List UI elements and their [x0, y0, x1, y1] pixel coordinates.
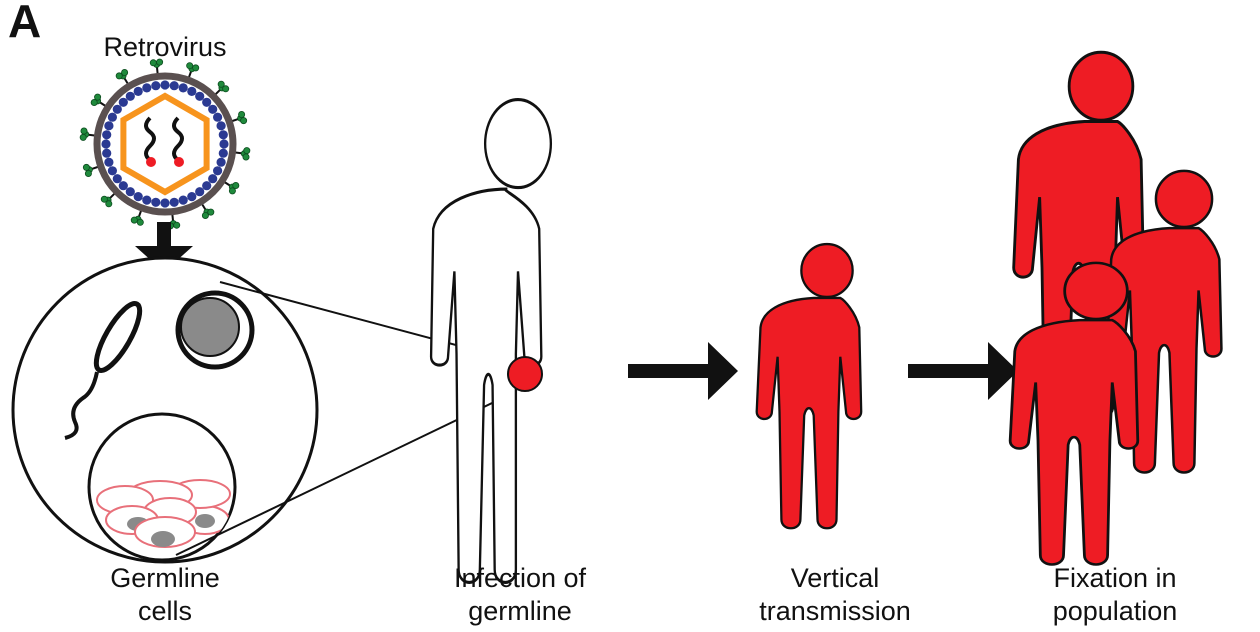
- matrix-bead: [134, 87, 143, 96]
- retrovirus-label: Retrovirus: [40, 31, 290, 64]
- matrix-bead: [195, 187, 204, 196]
- matrix-bead: [179, 196, 188, 205]
- matrix-bead: [108, 166, 117, 175]
- matrix-bead: [195, 92, 204, 101]
- label-line: transmission: [720, 595, 950, 628]
- fixation-in-population-label: Fixation in population: [1010, 562, 1220, 628]
- viral-rna-strand: [174, 118, 182, 160]
- matrix-bead: [160, 198, 169, 207]
- magnified-germline-view: [13, 258, 317, 562]
- matrix-bead: [119, 181, 128, 190]
- matrix-bead: [101, 139, 110, 148]
- right-arrow-icon: [908, 342, 1018, 400]
- matrix-bead: [126, 92, 135, 101]
- label-line: Infection of: [420, 562, 620, 595]
- infected-gonad: [508, 357, 542, 391]
- matrix-bead: [160, 80, 169, 89]
- matrix-bead: [151, 81, 160, 90]
- reverse-transcriptase: [146, 157, 156, 167]
- matrix-bead: [142, 83, 151, 92]
- matrix-bead: [219, 139, 228, 148]
- matrix-bead: [134, 192, 143, 201]
- matrix-bead: [113, 174, 122, 183]
- matrix-bead: [151, 198, 160, 207]
- vertical-transmission-label: Vertical transmission: [720, 562, 950, 628]
- viral-rna-strand: [146, 118, 154, 160]
- label-line: germline: [420, 595, 620, 628]
- label-line: Germline: [60, 562, 270, 595]
- matrix-bead: [104, 158, 113, 167]
- matrix-bead: [102, 130, 111, 139]
- matrix-bead: [202, 98, 211, 107]
- label-line: population: [1010, 595, 1220, 628]
- reverse-transcriptase: [174, 157, 184, 167]
- matrix-bead: [202, 181, 211, 190]
- uninfected-person: [431, 100, 551, 583]
- matrix-bead: [187, 192, 196, 201]
- matrix-bead: [102, 149, 111, 158]
- matrix-bead: [217, 121, 226, 130]
- matrix-bead: [113, 105, 122, 114]
- matrix-bead: [213, 113, 222, 122]
- capsid: [123, 96, 206, 192]
- matrix-bead: [208, 174, 217, 183]
- matrix-bead: [219, 130, 228, 139]
- matrix-bead: [213, 166, 222, 175]
- label-line: Vertical: [720, 562, 950, 595]
- germline-cells-label: Germline cells: [60, 562, 270, 628]
- matrix-bead: [119, 98, 128, 107]
- retrovirus-particle: [80, 59, 250, 229]
- matrix-bead: [104, 121, 113, 130]
- matrix-bead: [108, 113, 117, 122]
- infection-of-germline-label: Infection of germline: [420, 562, 620, 628]
- matrix-bead: [126, 187, 135, 196]
- round-germ-cell: [178, 293, 252, 367]
- label-line: Fixation in: [1010, 562, 1220, 595]
- population-member: [1010, 263, 1138, 565]
- matrix-bead: [170, 81, 179, 90]
- infected-population: [1010, 52, 1221, 564]
- label-line: cells: [60, 595, 270, 628]
- infected-offspring: [757, 244, 862, 528]
- matrix-bead: [208, 105, 217, 114]
- right-arrow-icon: [628, 342, 738, 400]
- matrix-bead: [142, 196, 151, 205]
- matrix-bead: [170, 198, 179, 207]
- matrix-bead: [187, 87, 196, 96]
- matrix-bead: [179, 83, 188, 92]
- matrix-bead: [219, 149, 228, 158]
- matrix-bead: [217, 158, 226, 167]
